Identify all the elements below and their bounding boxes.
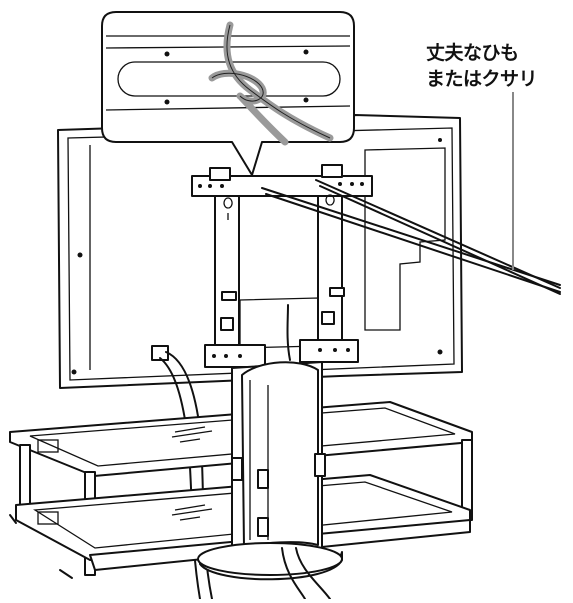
callout-label-line-1: 丈夫なひも [426,42,519,64]
safety-strap [261,179,561,295]
mount-bracket [191,164,373,368]
stand-pole [197,304,343,600]
magnified-knot-detail [101,11,355,176]
callout-label-line-2: またはクサリ [426,68,538,90]
